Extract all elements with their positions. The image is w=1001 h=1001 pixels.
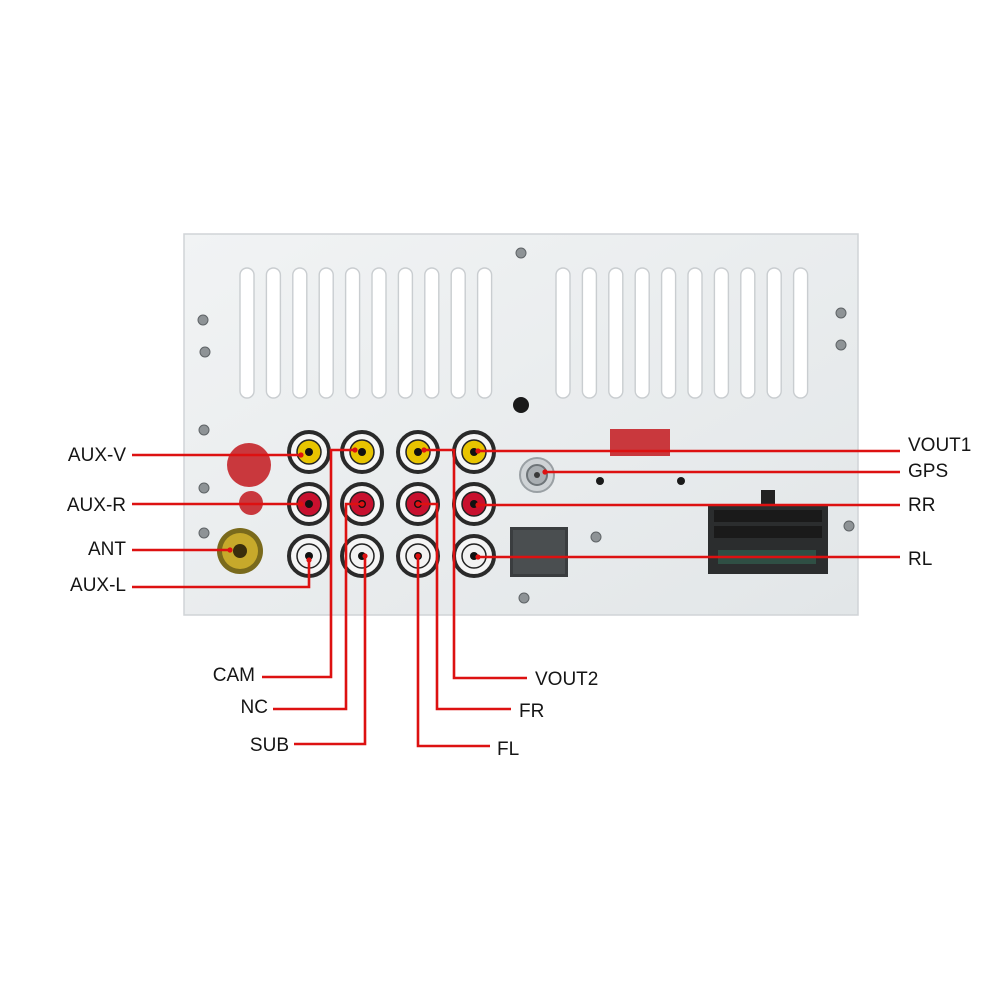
power-socket-red (227, 443, 271, 487)
screw (590, 531, 602, 543)
leader-dot (421, 447, 427, 453)
screw (843, 520, 855, 532)
leader-line (418, 502, 511, 711)
leader-dot (359, 501, 365, 507)
rca-pin (305, 500, 313, 508)
vent-slot (292, 267, 308, 399)
hole (596, 477, 604, 485)
gps-connector (519, 457, 555, 493)
rca-pin (358, 448, 366, 456)
leader-dot (298, 501, 304, 507)
vent-slot (581, 267, 598, 399)
vent-slot (265, 267, 282, 399)
label-ant: ANT (88, 539, 126, 560)
label-cam: CAM (212, 665, 255, 686)
leader-dot (475, 448, 481, 454)
antenna-jack (217, 528, 263, 574)
screw (197, 314, 209, 326)
label-rr: RR (908, 495, 936, 516)
hole (677, 477, 685, 485)
vent-slot (555, 267, 571, 399)
vent-slot (634, 267, 650, 399)
label-vout2: VOUT2 (535, 669, 599, 690)
vent-slot (424, 267, 440, 399)
hole (513, 397, 529, 413)
vent-slot (476, 267, 493, 399)
vent-slot (713, 267, 730, 399)
leader-line (132, 560, 311, 589)
rca-pin (305, 552, 313, 560)
leader-line (273, 502, 362, 711)
harness-connector (708, 490, 828, 574)
leader-dot (352, 447, 358, 453)
screw (518, 592, 530, 604)
leader-dot (298, 452, 304, 458)
vent-slot (766, 267, 782, 399)
screw (198, 424, 210, 436)
screw (515, 247, 527, 259)
leader-line (294, 556, 367, 746)
screw (835, 307, 847, 319)
leader-dot (306, 557, 312, 563)
label-rl: RL (908, 549, 933, 570)
vent-slot (371, 267, 387, 399)
vent-slots-left (239, 267, 493, 399)
leader-dot (415, 501, 421, 507)
leader-line (424, 448, 527, 680)
vent-slot (318, 267, 334, 399)
label-sub: SUB (249, 735, 289, 756)
label-vout1: VOUT1 (908, 435, 972, 456)
leader-lines (132, 447, 900, 748)
vent-slots-right (555, 267, 809, 399)
vent-slot (450, 267, 466, 399)
leader-line (262, 448, 355, 679)
label-aux-r: AUX-R (66, 495, 126, 516)
leader-dot (415, 553, 421, 559)
screws (197, 247, 855, 604)
vent-slot (660, 267, 677, 399)
vent-slot (687, 267, 703, 399)
leader-dot (227, 547, 233, 553)
rca-pin (305, 448, 313, 456)
leader-line (416, 556, 490, 748)
label-nc: NC (240, 697, 268, 718)
rca-pin (414, 448, 422, 456)
leader-dot (542, 469, 548, 475)
label-gps: GPS (908, 461, 949, 482)
vent-slot (740, 267, 756, 399)
vent-slot (344, 267, 361, 399)
leader-dot (475, 554, 481, 560)
label-aux-l: AUX-L (70, 575, 126, 596)
label-fr: FR (519, 701, 545, 722)
vent-slot (608, 267, 624, 399)
screw (835, 339, 847, 351)
label-aux-v: AUX-V (67, 445, 126, 466)
rca-jack-grid (287, 430, 496, 578)
vent-slot (397, 267, 414, 399)
leader-dot (362, 553, 368, 559)
leader-dot (475, 502, 481, 508)
screw (198, 482, 210, 494)
screw (199, 346, 211, 358)
vent-slot (239, 267, 255, 399)
label-fl: FL (497, 739, 520, 760)
vent-slot (792, 267, 809, 399)
screw (198, 527, 210, 539)
